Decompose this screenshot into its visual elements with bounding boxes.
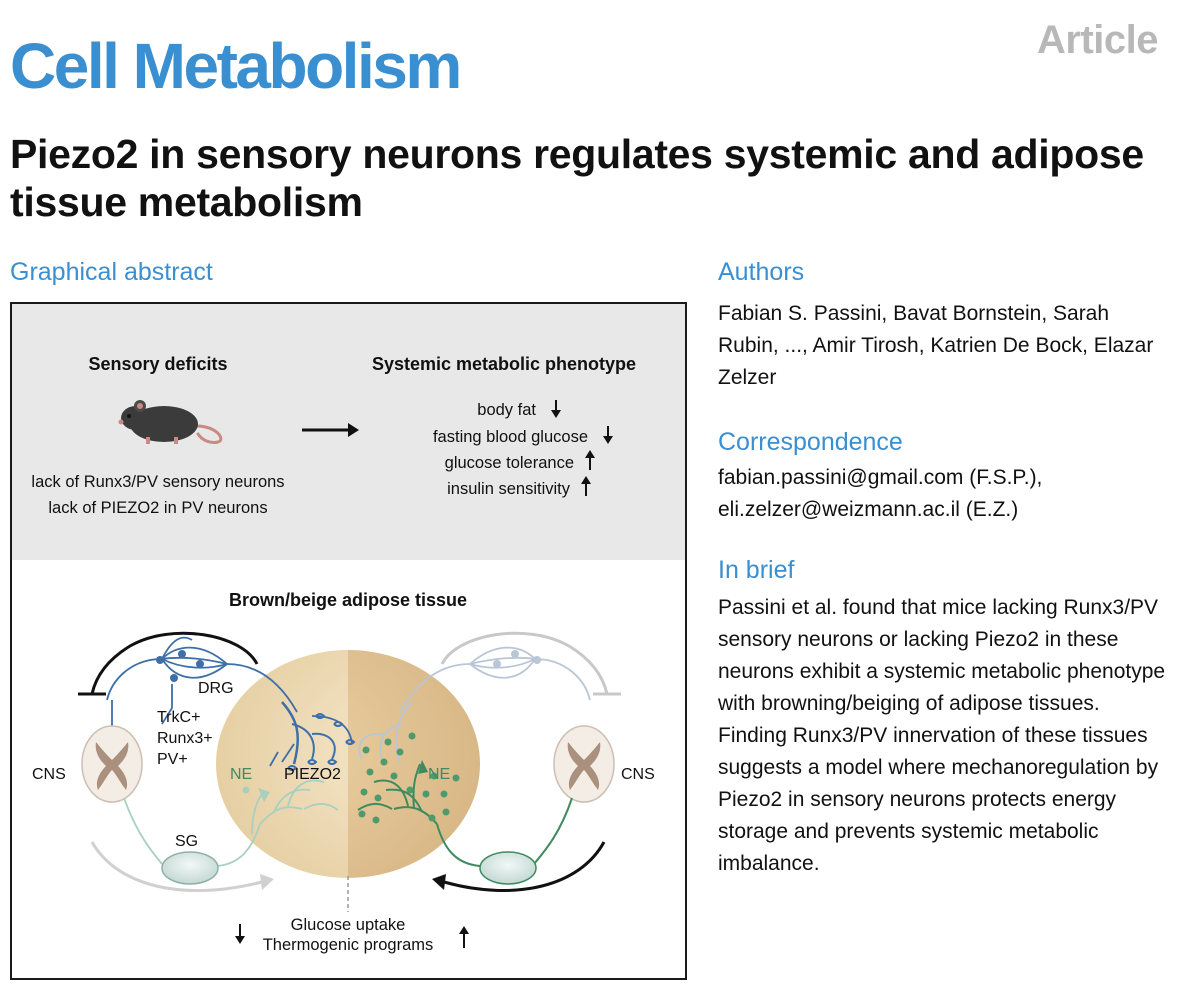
drg-neuron-cells <box>156 650 204 682</box>
cns-label-right: CNS <box>621 766 655 783</box>
cns-label-left: CNS <box>32 766 66 783</box>
runx3-label: Runx3+ <box>157 730 213 747</box>
inhibition-arc-right <box>440 631 609 695</box>
mouse-icon <box>118 400 223 444</box>
piezo2-label: PIEZO2 <box>284 766 341 783</box>
graphical-abstract-svg: Sensory deficits lack of Runx3/PV sensor… <box>12 304 685 954</box>
drg-label: DRG <box>198 680 234 697</box>
phenotype-glucose-tolerance: glucose tolerance <box>445 454 574 472</box>
norepinephrine-dots <box>358 732 460 824</box>
article-type-label: Article <box>1037 18 1159 62</box>
authors-heading: Authors <box>718 258 805 286</box>
activation-arc-right <box>443 841 606 893</box>
in-brief-heading: In brief <box>718 556 795 584</box>
journal-name: Cell Metabolism <box>10 30 462 102</box>
inhibition-arc-left <box>90 631 259 695</box>
activation-arc-left <box>90 841 263 892</box>
graphical-abstract-figure: Sensory deficits lack of Runx3/PV sensor… <box>10 302 687 980</box>
adipose-tissue-ellipse <box>216 650 480 878</box>
sympathetic-ganglion-left <box>161 851 219 885</box>
paper-title: Piezo2 in sensory neurons regulates syst… <box>10 131 1144 225</box>
in-brief-text: Passini et al. found that mice lacking R… <box>718 596 1166 875</box>
piezo2-receptors <box>287 713 356 771</box>
phenotype-body-fat: body fat <box>477 401 536 419</box>
authors-list: Fabian S. Passini, Bavat Bornstein, Sara… <box>718 302 1154 389</box>
arrow-down-icon <box>603 426 613 444</box>
spinal-cord-left <box>81 725 143 803</box>
ne-label-right: NE <box>428 766 450 783</box>
phenotype-fasting-glucose: fasting blood glucose <box>433 428 588 446</box>
ne-label-left: NE <box>230 766 252 783</box>
sympathetic-nerve-left <box>123 779 339 867</box>
sensory-deficit-line-1: lack of Runx3/PV sensory neurons <box>31 473 284 491</box>
arrow-down-icon <box>235 924 245 944</box>
systemic-phenotype-title: Systemic metabolic phenotype <box>372 354 636 374</box>
arrow-up-icon <box>459 926 469 948</box>
adipose-tissue-title: Brown/beige adipose tissue <box>229 590 467 610</box>
sympathetic-ganglion-right <box>479 851 537 885</box>
glucose-uptake-label: Glucose uptake <box>291 916 406 934</box>
sg-label: SG <box>175 833 198 850</box>
thermogenic-programs-label: Thermogenic programs <box>263 936 434 954</box>
phenotype-insulin-sensitivity: insulin sensitivity <box>447 480 571 498</box>
spinal-cord-right <box>553 725 615 803</box>
pv-label: PV+ <box>157 751 188 768</box>
right-arrow-icon <box>302 423 359 437</box>
arrow-down-icon <box>551 400 561 418</box>
drg-neuron-left <box>106 636 353 767</box>
correspondence-heading: Correspondence <box>718 428 903 456</box>
sensory-deficits-title: Sensory deficits <box>88 354 227 374</box>
graphical-abstract-heading: Graphical abstract <box>10 258 213 286</box>
sensory-deficit-line-2: lack of PIEZO2 in PV neurons <box>48 499 267 517</box>
correspondence-emails[interactable]: fabian.passini@gmail.com (F.S.P.), eli.z… <box>718 466 1043 521</box>
arrow-up-icon <box>585 450 595 470</box>
trkc-label: TrkC+ <box>157 709 200 726</box>
arrow-up-icon <box>581 476 591 496</box>
drg-neuron-right <box>358 646 591 765</box>
